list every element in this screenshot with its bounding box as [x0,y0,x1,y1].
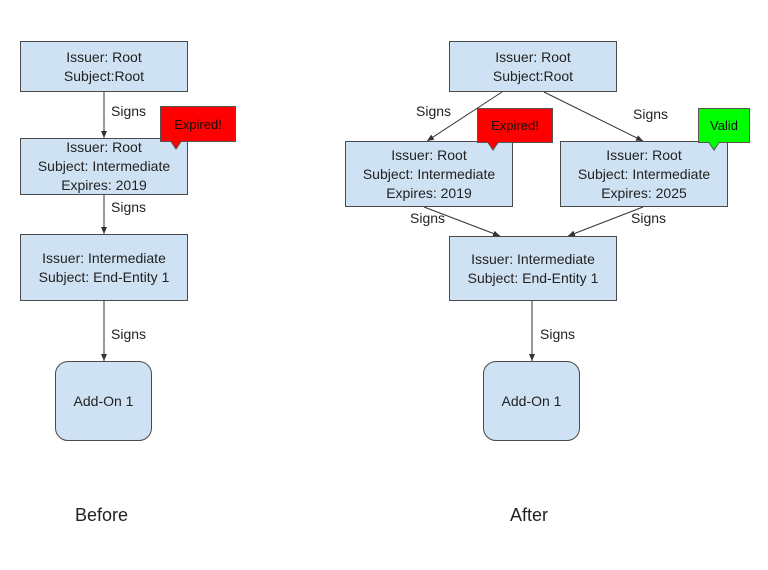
cert-line: Issuer: Root [495,48,571,65]
after-intermediate-new-cert: Issuer: Root Subject: Intermediate Expir… [560,141,728,207]
cert-line: Subject: Intermediate [37,158,171,174]
arrow-intermediate-old-to-endentity [423,206,501,237]
signs-label: Signs [111,199,147,215]
after-root-cert: Issuer: Root Subject:Root [449,41,617,92]
arrow-intermediate-new-to-endentity [567,206,644,237]
after-endentity-cert: Issuer: Intermediate Subject: End-Entity… [449,236,617,301]
signs-label: Signs [111,326,147,342]
arrow-root-to-intermediate-old [426,91,503,142]
after-addon: Add-On 1 [483,361,580,441]
cert-line: Issuer: Root [391,146,467,163]
addon-label: Add-On 1 [73,392,134,409]
signs-label: Signs [111,103,147,119]
cert-line: Issuer: Intermediate [42,249,166,266]
before-caption: Before [75,505,129,525]
expired-callout: Expired! [477,108,553,151]
signs-label: Signs [410,210,446,226]
expired-callout: Expired! [160,106,236,150]
cert-line: Expires: 2019 [61,177,147,193]
cert-line: Issuer: Root [66,139,142,155]
cert-line: Expires: 2019 [386,184,472,201]
valid-callout: Valid [698,108,750,151]
cert-line: Subject:Root [492,67,574,84]
cert-line: Subject: End-Entity 1 [38,268,170,285]
signs-label: Signs [540,326,576,342]
arrow-root-to-intermediate-new [543,91,644,142]
expired-callout-text: Expired! [160,106,236,142]
addon-label: Add-On 1 [501,392,562,409]
before-endentity-cert: Issuer: Intermediate Subject: End-Entity… [20,234,188,301]
after-intermediate-old-cert: Issuer: Root Subject: Intermediate Expir… [345,141,513,207]
cert-line: Subject:Root [63,67,145,84]
cert-line: Expires: 2025 [601,184,687,201]
cert-line: Issuer: Root [66,48,142,65]
signs-label: Signs [416,103,452,119]
cert-line: Subject: Intermediate [362,165,496,182]
signs-label: Signs [633,106,669,122]
before-intermediate-cert: Issuer: Root Subject: Intermediate Expir… [20,138,188,195]
after-caption: After [510,505,549,525]
before-addon: Add-On 1 [55,361,152,441]
expired-callout-text: Expired! [477,108,553,143]
cert-line: Subject: Intermediate [577,165,711,182]
cert-line: Subject: End-Entity 1 [467,269,599,286]
valid-callout-text: Valid [698,108,750,143]
before-root-cert: Issuer: Root Subject:Root [20,41,188,92]
cert-line: Issuer: Intermediate [471,250,595,267]
cert-line: Issuer: Root [606,146,682,163]
signs-label: Signs [631,210,667,226]
